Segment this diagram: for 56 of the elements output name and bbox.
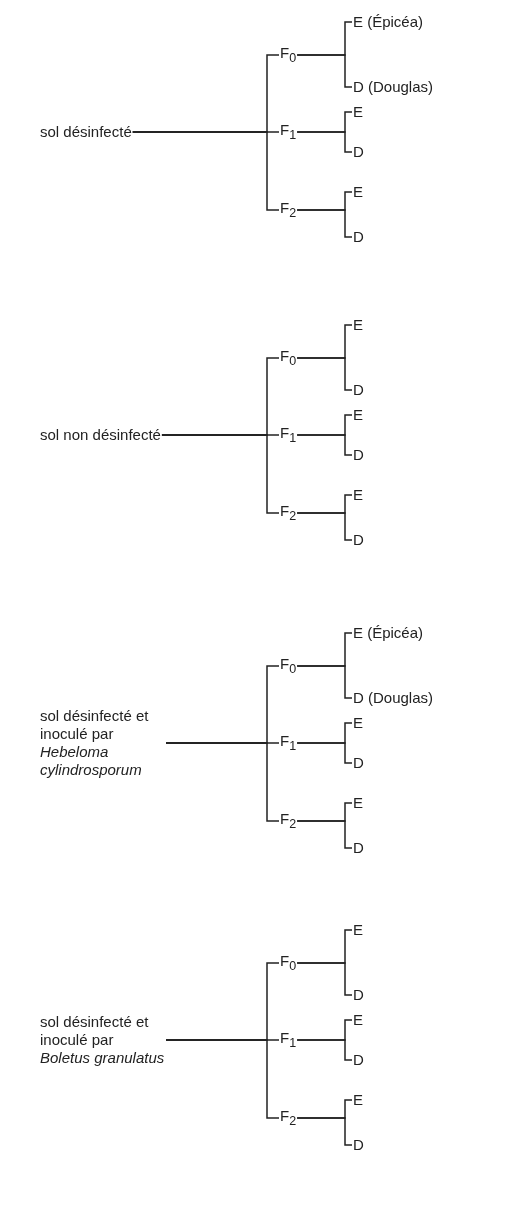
bracket-line [165,1039,280,1119]
species-label: D (Douglas) [353,78,434,96]
generation-label: F$_{0}$ [280,43,297,67]
generation-label: F$_{0}$ [280,951,297,975]
bracket-line [296,131,353,153]
generation-label: F$_{2}$ [280,809,297,833]
bracket-line [296,434,353,456]
generation-label: F$_{1}$ [280,731,297,755]
species-label: D [353,986,364,1004]
species-label: E [353,486,363,504]
generation-label: F$_{0}$ [280,346,297,370]
bracket-line [296,742,353,764]
treatment-label: sol désinfecté [40,123,132,141]
species-label: E [353,316,363,334]
species-label: E [353,794,363,812]
generation-label: F$_{1}$ [280,120,297,144]
generation-label: F$_{2}$ [280,501,297,525]
species-label: E (Épicéa) [353,13,424,31]
generation-label: F$_{0}$ [280,654,297,678]
generation-label: F$_{2}$ [280,1106,297,1130]
bracket-line [296,665,353,699]
treatment-label: sol non désinfecté [40,426,161,444]
species-label: D (Douglas) [353,689,434,707]
treatment-label: sol désinfecté et inoculé par Boletus granulatus [40,1013,165,1067]
bracket-line [296,512,353,541]
bracket-line [296,357,353,391]
species-label: D [353,228,364,246]
species-label: E [353,406,363,424]
bracket-line [296,1117,353,1146]
generation-label: F$_{1}$ [280,1028,297,1052]
species-label: D [353,1136,364,1154]
species-label: D [353,754,364,772]
species-label: D [353,143,364,161]
species-label: E (Épicéa) [353,624,424,642]
bracket-line [296,1039,353,1061]
generation-label: F$_{1}$ [280,423,297,447]
bracket-line [165,742,280,822]
species-label: E [353,1091,363,1109]
species-label: D [353,446,364,464]
species-label: D [353,1051,364,1069]
species-label: E [353,103,363,121]
bracket-line [296,962,353,996]
species-label: D [353,381,364,399]
species-label: E [353,183,363,201]
species-label: D [353,531,364,549]
species-label: E [353,1011,363,1029]
species-label: E [353,921,363,939]
bracket-line [132,131,280,211]
bracket-line [296,54,353,88]
treatment-label: sol désinfecté et inoculé par Hebeloma cylindrosporum [40,707,165,779]
bracket-line [296,820,353,849]
species-label: E [353,714,363,732]
generation-label: F$_{2}$ [280,198,297,222]
bracket-line [161,434,280,514]
species-label: D [353,839,364,857]
bracket-line [296,209,353,238]
